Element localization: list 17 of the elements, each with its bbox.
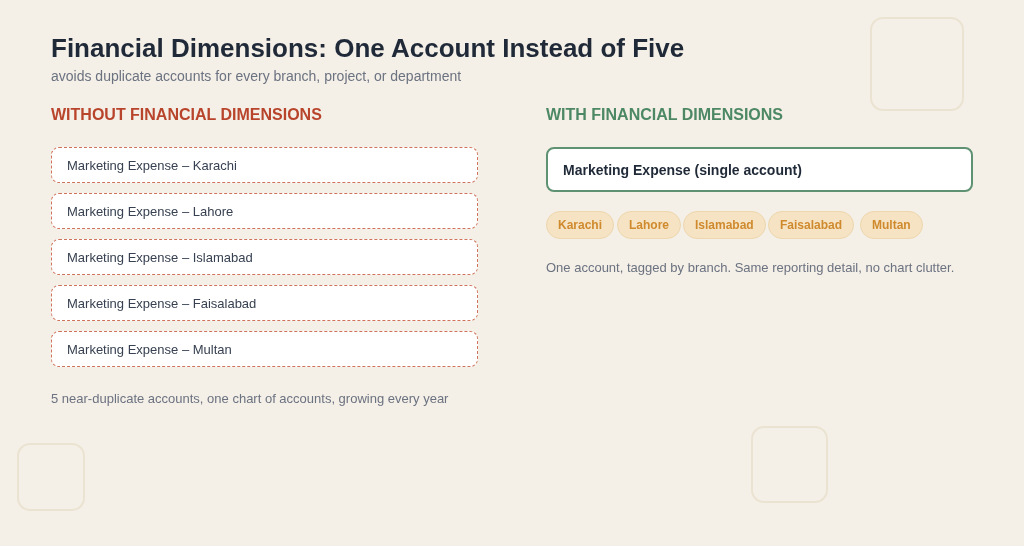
branch-tag: Multan bbox=[860, 211, 923, 239]
branch-tag: Karachi bbox=[546, 211, 615, 239]
footnote: 5 near-duplicate accounts, one chart of accounts, growing every year bbox=[51, 391, 449, 407]
account-box: Marketing Expense – Islamabad bbox=[51, 239, 478, 275]
account-box: Marketing Expense – Karachi bbox=[51, 147, 478, 183]
column-heading: WITH FINANCIAL DIMENSIONS bbox=[546, 105, 784, 124]
branch-tag: Faisalabad bbox=[768, 211, 855, 239]
branch-tag: Islamabad bbox=[683, 211, 766, 239]
page-title: Financial Dimensions: One Account Instead of Five bbox=[51, 33, 685, 63]
account-box: Marketing Expense (single account) bbox=[546, 147, 973, 192]
subtitle: avoids duplicate accounts for every branch, project, or department bbox=[51, 68, 462, 85]
footnote: One account, tagged by branch. Same reporting detail, no chart clutter. bbox=[546, 260, 955, 276]
account-box: Marketing Expense – Lahore bbox=[51, 193, 478, 229]
branch-tag: Lahore bbox=[617, 211, 681, 239]
account-box: Marketing Expense – Multan bbox=[51, 331, 478, 367]
account-box: Marketing Expense – Faisalabad bbox=[51, 285, 478, 321]
column-heading: WITHOUT FINANCIAL DIMENSIONS bbox=[51, 105, 322, 124]
